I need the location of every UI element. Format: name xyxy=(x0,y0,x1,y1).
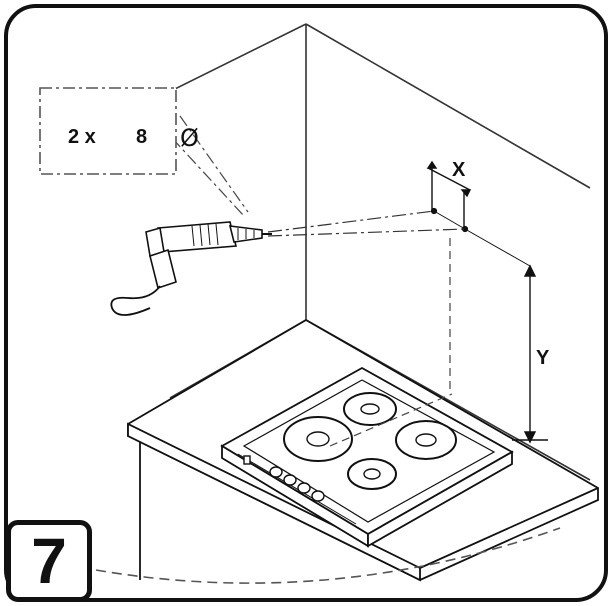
center-reference-lines xyxy=(329,238,453,447)
step-number: 7 xyxy=(31,525,67,597)
hob xyxy=(220,366,514,548)
callout-count: 2 x xyxy=(68,126,96,148)
dimension-x-marker xyxy=(426,160,531,267)
drill-bit-callout xyxy=(39,87,177,175)
dimension-y-marker xyxy=(512,264,548,444)
callout-value: 8 xyxy=(136,126,147,148)
callout-pointer xyxy=(171,115,249,217)
dimension-x-label: X xyxy=(452,159,466,181)
hob-burners xyxy=(283,392,457,490)
drill-sight-lines xyxy=(267,210,466,237)
dimension-y-label: Y xyxy=(536,347,550,369)
diameter-symbol: Ø xyxy=(180,124,199,152)
step-number-badge: 7 xyxy=(6,520,92,602)
drill-cable xyxy=(110,285,161,316)
floor-dashed-line xyxy=(95,527,561,584)
drill-icon xyxy=(145,221,272,290)
hob-control-knobs xyxy=(243,455,325,502)
